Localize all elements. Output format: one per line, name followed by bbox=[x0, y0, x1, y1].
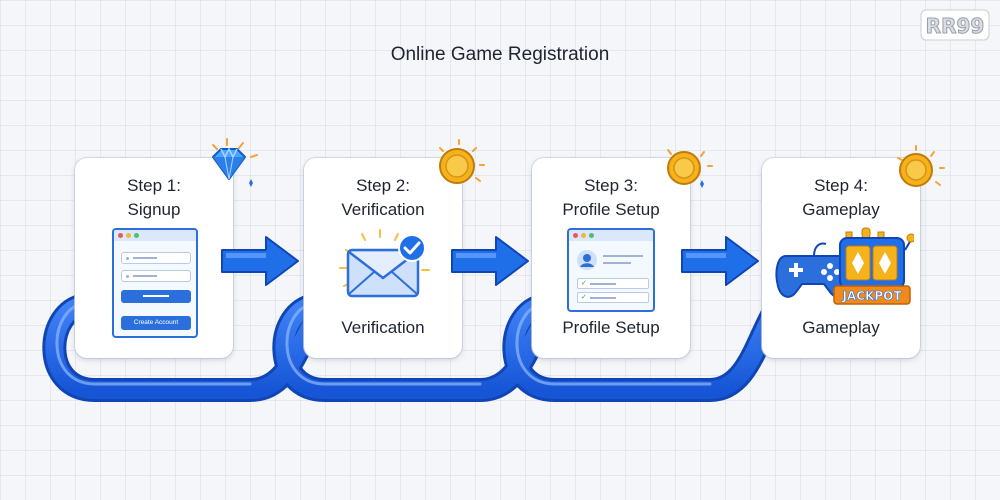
step-4-caption: Gameplay bbox=[802, 318, 880, 337]
profile-form-mockup: ✓ ✓ bbox=[567, 228, 655, 312]
diamond-icon bbox=[212, 138, 258, 187]
flow-arrow-3-4 bbox=[681, 236, 759, 286]
flow-arrow-1-2 bbox=[221, 236, 299, 286]
jackpot-badge: JACKPOT bbox=[841, 289, 902, 303]
step-3-caption: Profile Setup bbox=[562, 318, 660, 337]
checklist-row: ✓ bbox=[577, 278, 649, 289]
coin-icon bbox=[897, 145, 945, 187]
step-1-title: Step 1: Signup bbox=[127, 176, 181, 219]
signup-form-mockup: Create Account bbox=[112, 228, 198, 338]
create-account-button[interactable]: Create Account bbox=[121, 316, 191, 330]
flow-arrow-2-3 bbox=[451, 236, 529, 286]
coin-icon bbox=[439, 139, 485, 184]
step-3-title: Step 3: Profile Setup bbox=[562, 176, 660, 219]
submit-bar-mock bbox=[121, 290, 191, 303]
coin-icon bbox=[667, 149, 713, 188]
svg-text:RR99: RR99 bbox=[926, 14, 985, 38]
checklist-row: ✓ bbox=[577, 292, 649, 303]
diagram-title: Online Game Registration bbox=[390, 44, 610, 65]
brand-logo: RR99 bbox=[920, 8, 990, 42]
step-3-card: Step 3: Profile Setup ✓ ✓ Profile Setup bbox=[532, 158, 690, 358]
gamepad-slot-machine-icon: JACKPOT bbox=[775, 227, 914, 305]
password-field-mock bbox=[121, 270, 191, 282]
verified-envelope-icon bbox=[339, 229, 430, 298]
username-field-mock bbox=[121, 252, 191, 264]
step-4-title: Step 4: Gameplay bbox=[802, 176, 880, 219]
step-2-caption: Verification bbox=[341, 318, 425, 337]
step-1-card: Step 1: Signup Create Account bbox=[75, 158, 233, 358]
step-2-card: Step 2: Verification Verification bbox=[304, 158, 462, 358]
step-2-title: Step 2: Verification bbox=[341, 176, 425, 219]
avatar-icon bbox=[577, 250, 597, 270]
